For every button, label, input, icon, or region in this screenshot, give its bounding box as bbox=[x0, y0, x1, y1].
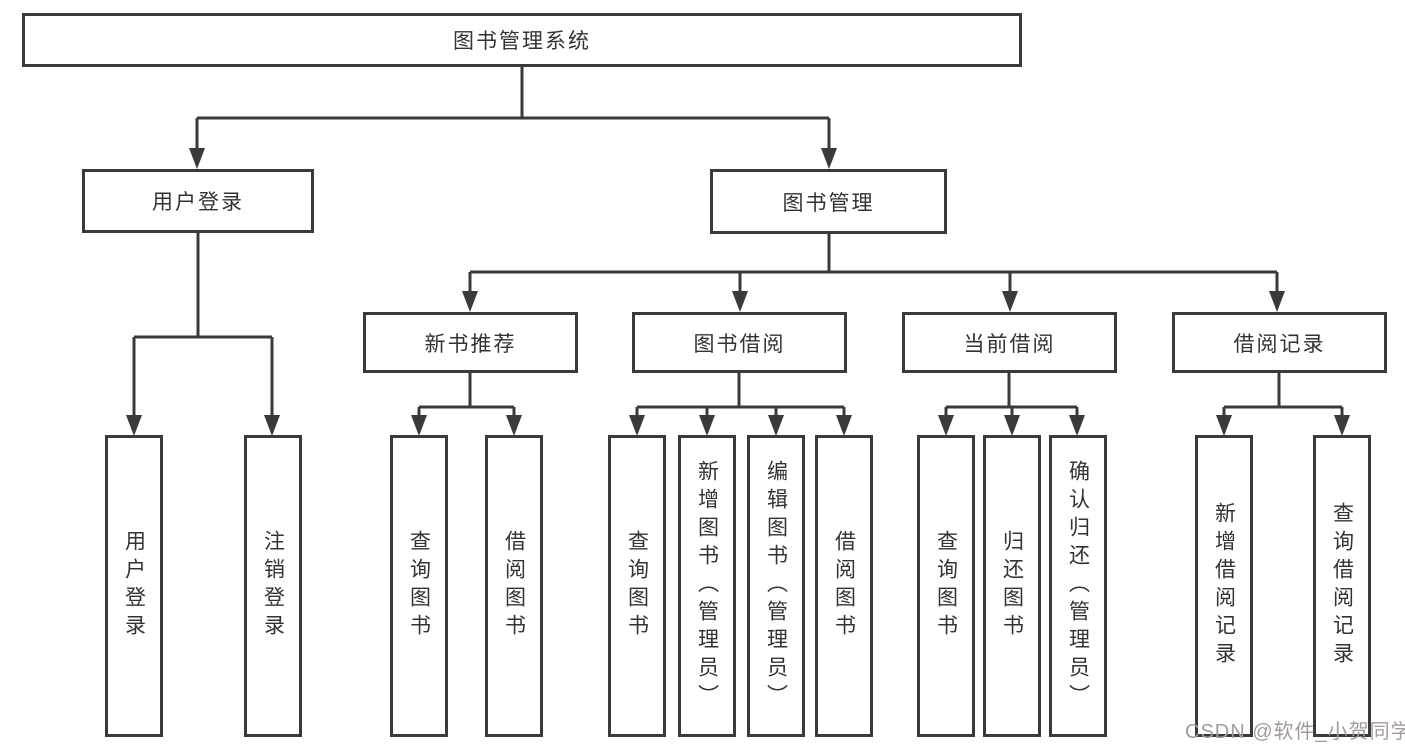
leaf-user-login-label: 用户登录 bbox=[122, 530, 146, 642]
leaf-query-borrow-record: 查询借阅记录 bbox=[1313, 435, 1371, 737]
leaf-query-books-borrow: 查询图书 bbox=[608, 435, 666, 737]
leaf-return-books-label: 归还图书 bbox=[1000, 530, 1024, 642]
csdn-watermark: CSDN @软件_小贺同学 bbox=[1185, 721, 1405, 743]
leaf-query-books-recommend-label: 查询图书 bbox=[407, 530, 431, 642]
leaf-add-books-admin-label: 新增图书（管理员） bbox=[695, 460, 719, 712]
node-book-management: 图书管理 bbox=[710, 169, 947, 234]
leaf-query-books-current: 查询图书 bbox=[917, 435, 975, 737]
node-user-login: 用户登录 bbox=[82, 169, 314, 233]
leaf-logout-label: 注销登录 bbox=[261, 530, 285, 642]
node-new-book-recommend: 新书推荐 bbox=[363, 312, 578, 373]
leaf-logout: 注销登录 bbox=[244, 435, 302, 737]
leaf-borrow-books-label: 借阅图书 bbox=[832, 530, 856, 642]
leaf-confirm-return-admin-label: 确认归还（管理员） bbox=[1066, 460, 1090, 712]
node-library-management-system: 图书管理系统 bbox=[22, 13, 1022, 67]
leaf-borrow-books: 借阅图书 bbox=[815, 435, 873, 737]
leaf-add-books-admin: 新增图书（管理员） bbox=[678, 435, 736, 737]
leaf-query-books-borrow-label: 查询图书 bbox=[625, 530, 649, 642]
leaf-query-books-current-label: 查询图书 bbox=[934, 530, 958, 642]
node-current-borrow: 当前借阅 bbox=[902, 312, 1117, 373]
leaf-query-books-recommend: 查询图书 bbox=[390, 435, 448, 737]
leaf-borrow-books-recommend: 借阅图书 bbox=[485, 435, 543, 737]
node-book-borrow: 图书借阅 bbox=[632, 312, 847, 373]
leaf-edit-books-admin-label: 编辑图书（管理员） bbox=[764, 460, 788, 712]
leaf-confirm-return-admin: 确认归还（管理员） bbox=[1049, 435, 1107, 737]
leaf-return-books: 归还图书 bbox=[983, 435, 1041, 737]
leaf-edit-books-admin: 编辑图书（管理员） bbox=[747, 435, 805, 737]
leaf-query-borrow-record-label: 查询借阅记录 bbox=[1330, 502, 1354, 670]
node-borrow-records: 借阅记录 bbox=[1172, 312, 1387, 373]
leaf-user-login: 用户登录 bbox=[105, 435, 163, 737]
leaf-add-borrow-record: 新增借阅记录 bbox=[1195, 435, 1253, 737]
leaf-add-borrow-record-label: 新增借阅记录 bbox=[1212, 502, 1236, 670]
leaf-borrow-books-recommend-label: 借阅图书 bbox=[502, 530, 526, 642]
